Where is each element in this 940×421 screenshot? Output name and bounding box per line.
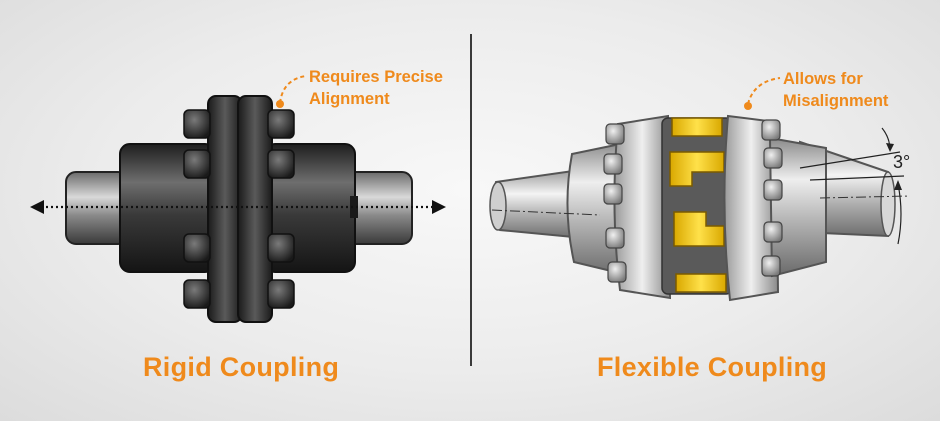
section-divider <box>470 34 472 366</box>
flexible-callout-line1: Allows for <box>783 70 863 88</box>
angle-arc <box>897 183 902 245</box>
flexible-callout: Allows for Misalignment <box>783 68 888 112</box>
rigid-coupling-title: Rigid Coupling <box>143 352 340 382</box>
rigid-left-flange <box>207 95 243 323</box>
rigid-right-flange <box>237 95 273 323</box>
flex-elastomer-insert <box>661 117 733 295</box>
misalignment-angle-label: 3° <box>893 152 911 172</box>
rigid-coupling-drawing <box>30 75 446 323</box>
flex-left-axis <box>491 209 601 216</box>
rigid-callout-line2: Alignment <box>309 90 390 108</box>
flex-right-axis <box>819 195 911 199</box>
rigid-callout: Requires Precise Alignment <box>309 66 443 110</box>
flexible-coupling-drawing <box>489 77 911 302</box>
flexible-callout-line2: Misalignment <box>783 92 889 110</box>
flex-callout-leader <box>747 77 781 105</box>
flex-left-flange <box>613 114 672 300</box>
rigid-callout-leader <box>279 75 307 104</box>
angle-tilt-line <box>809 175 905 181</box>
rigid-callout-line1: Requires Precise <box>309 68 443 86</box>
flex-bolts <box>603 119 783 283</box>
flexible-coupling-title: Flexible Coupling <box>597 352 828 382</box>
rigid-bolts <box>183 109 295 309</box>
angle-ref-line <box>799 151 901 169</box>
